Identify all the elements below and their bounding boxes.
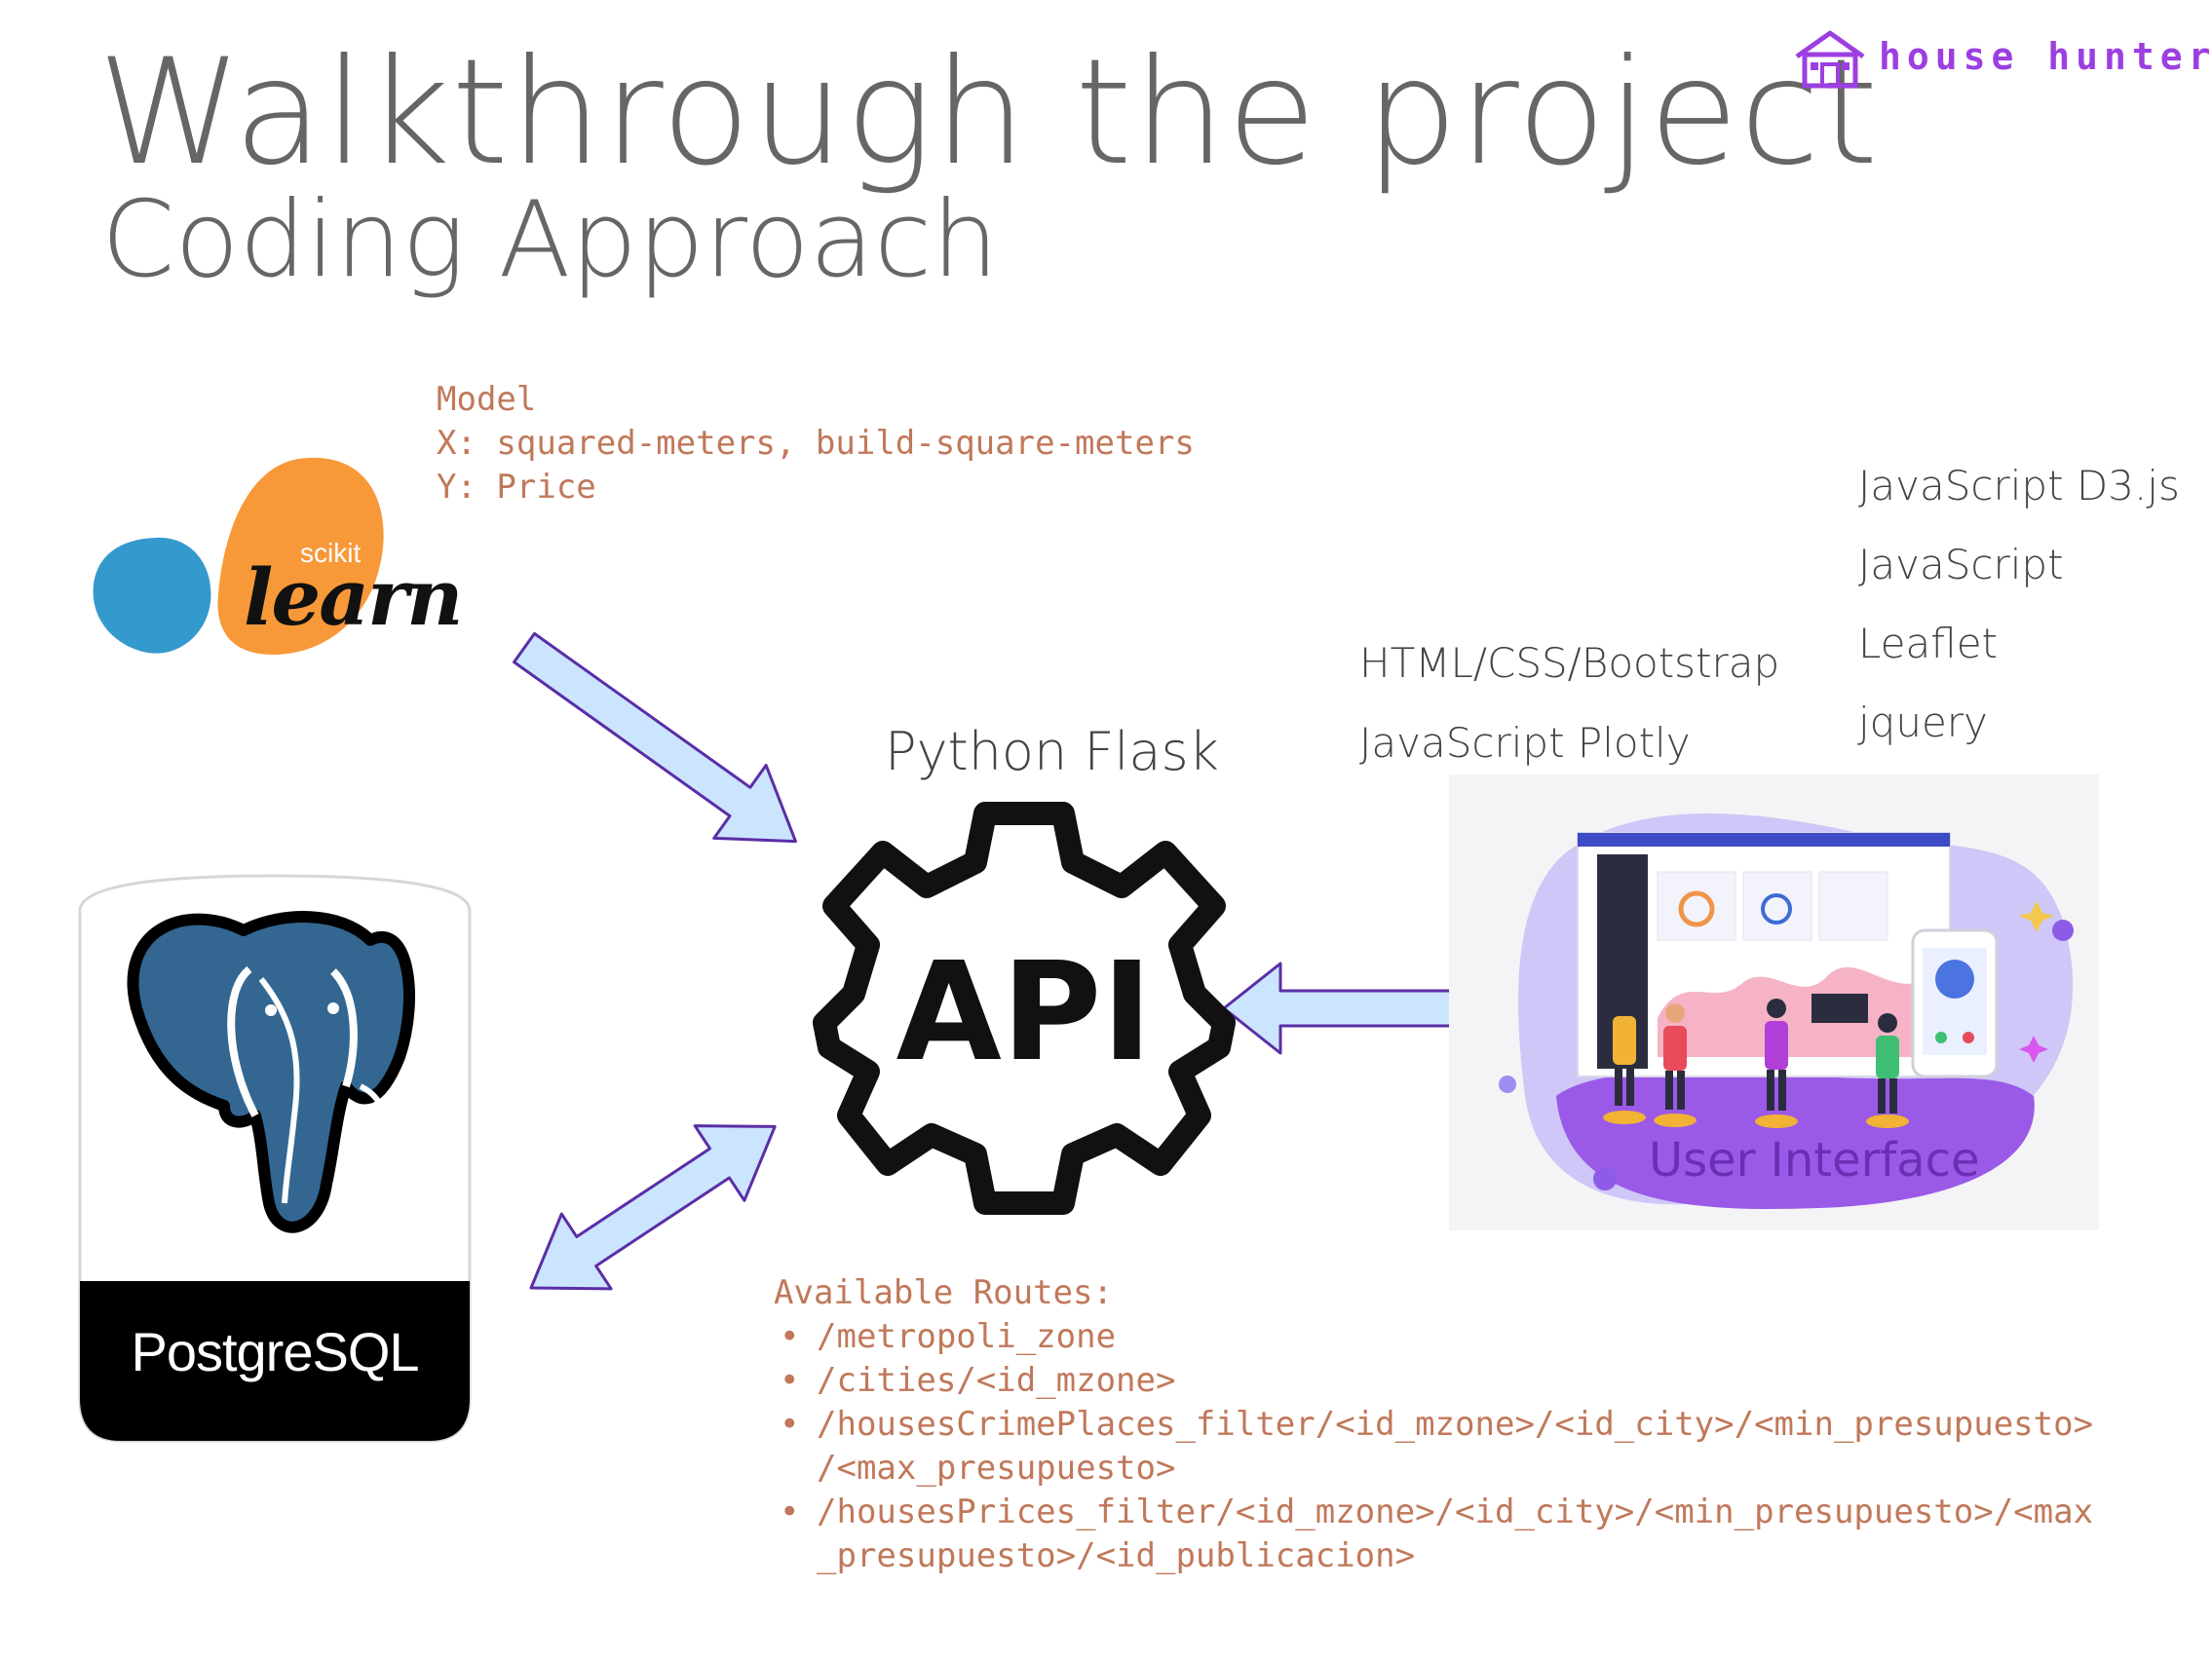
- route-item: /housesCrimePlaces_filter/<id_mzone>/<id…: [774, 1403, 2093, 1491]
- arrow-api-to-postgres: [529, 1124, 777, 1291]
- available-routes: Available Routes: /metropoli_zone /citie…: [774, 1271, 2093, 1578]
- postgresql-text: PostgreSQL: [131, 1321, 419, 1382]
- tech-item: HTML/CSS/Bootstrap: [1359, 639, 1780, 687]
- python-flask-label: Python Flask: [885, 721, 1219, 782]
- tech-item: JavaScript D3.js: [1858, 462, 2180, 510]
- house-icon: [1795, 30, 1865, 89]
- scikit-learn-logo: scikit learn: [88, 448, 477, 672]
- model-heading: Model: [437, 380, 537, 419]
- brand-name: house hunter: [1879, 35, 2212, 78]
- page-title: Walkthrough the project: [97, 28, 1880, 198]
- tech-item: JavaScript Plotly: [1359, 719, 1691, 767]
- route-line: /housesPrices_filter/<id_mzone>/<id_city…: [817, 1492, 2094, 1531]
- arrow-sklearn-to-api: [513, 631, 797, 844]
- model-description: Model X: squared-meters, build-square-me…: [437, 378, 1195, 510]
- tech-item: JavaScript: [1858, 541, 2064, 588]
- route-item: /cities/<id_mzone>: [774, 1359, 2093, 1403]
- learn-text: learn: [244, 551, 463, 643]
- page-subtitle: Coding Approach: [101, 179, 999, 301]
- js-tech-list: JavaScript D3.js JavaScript Leaflet jque…: [1858, 446, 2180, 762]
- user-interface-label: User Interface: [1649, 1133, 1980, 1188]
- model-x-features: X: squared-meters, build-square-meters: [437, 424, 1195, 463]
- elephant-icon: [127, 911, 415, 1233]
- route-line: /housesCrimePlaces_filter/<id_mzone>/<id…: [817, 1405, 2094, 1444]
- route-line: _presupuesto>/<id_publicacion>: [817, 1536, 1416, 1575]
- api-text: API: [896, 933, 1152, 1092]
- scikit-text: scikit: [300, 538, 362, 568]
- routes-heading: Available Routes:: [774, 1273, 1113, 1312]
- people-figures: [1613, 994, 1899, 1114]
- model-y-target: Y: Price: [437, 468, 596, 507]
- postgresql-logo: PostgreSQL: [78, 862, 472, 1447]
- frontend-tech-list: HTML/CSS/Bootstrap JavaScript Plotly: [1359, 623, 1779, 783]
- route-line: /cities/<id_mzone>: [817, 1361, 1176, 1400]
- route-item: /housesPrices_filter/<id_mzone>/<id_city…: [774, 1491, 2093, 1578]
- route-line: /<max_presupuesto>: [817, 1449, 1176, 1488]
- tech-item: Leaflet: [1858, 620, 1999, 667]
- brand-logo: house hunter: [1791, 27, 2211, 90]
- route-line: /metropoli_zone: [817, 1317, 1117, 1356]
- tech-item: jquery: [1858, 699, 1988, 746]
- route-item: /metropoli_zone: [774, 1315, 2093, 1359]
- user-interface-illustration: [1449, 774, 2099, 1230]
- api-gear-icon: API: [813, 802, 1236, 1215]
